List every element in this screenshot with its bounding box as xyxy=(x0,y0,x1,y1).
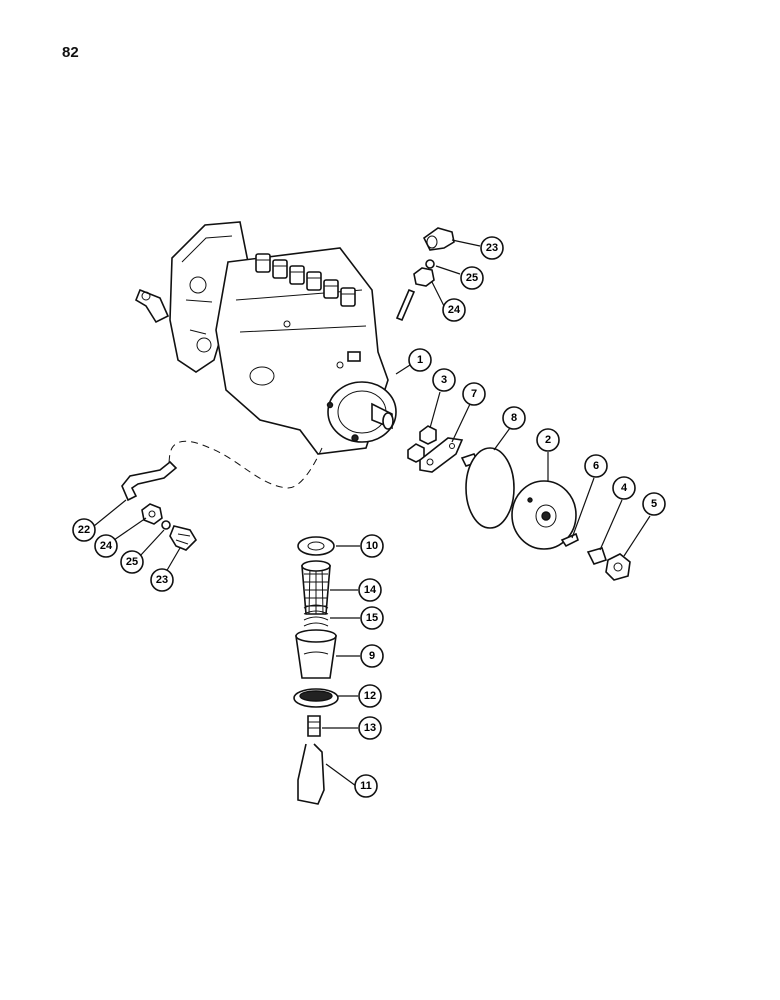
key-6 xyxy=(560,532,579,548)
spring-15 xyxy=(303,604,329,627)
o-ring-8 xyxy=(465,447,515,529)
callout-23-left-label: 23 xyxy=(156,574,168,586)
retainer-nut-12 xyxy=(293,688,339,708)
nut-5 xyxy=(605,553,631,581)
callout-13-label: 13 xyxy=(364,722,376,734)
nut-24-left xyxy=(141,503,163,525)
lower-left-fitting-group xyxy=(121,460,198,551)
callout-8-label: 8 xyxy=(511,412,517,424)
screw-13 xyxy=(307,715,321,737)
callout-15: 15 xyxy=(360,606,384,630)
fuel-line-routing-dashed xyxy=(167,440,323,489)
injection-pump-assembly xyxy=(135,221,397,455)
gasket-10 xyxy=(297,536,335,556)
banjo-fitting-23-left xyxy=(169,525,198,551)
pin xyxy=(395,288,416,322)
callout-8: 8 xyxy=(502,406,526,430)
callout-1-label: 1 xyxy=(417,354,423,366)
callout-2-label: 2 xyxy=(545,434,551,446)
callout-10: 10 xyxy=(360,534,384,558)
banjo-fitting-23-top xyxy=(422,227,455,251)
fuel-hose-22 xyxy=(121,460,178,502)
callout-25-top-label: 25 xyxy=(466,272,478,284)
callout-7: 7 xyxy=(462,382,486,406)
coupling-parts-group xyxy=(407,425,631,581)
callout-15-label: 15 xyxy=(366,612,378,624)
callout-9: 9 xyxy=(360,644,384,668)
callout-5: 5 xyxy=(642,492,666,516)
callout-4-label: 4 xyxy=(621,482,628,494)
callout-12: 12 xyxy=(358,684,382,708)
callout-25-left: 25 xyxy=(120,550,144,574)
callout-13: 13 xyxy=(358,716,382,740)
washer-25-left xyxy=(161,520,171,530)
callout-23-top-label: 23 xyxy=(486,242,498,254)
bail-11 xyxy=(297,743,325,805)
callout-3-label: 3 xyxy=(441,374,447,386)
callout-3: 3 xyxy=(432,368,456,392)
callout-7-label: 7 xyxy=(471,388,477,400)
callout-11-label: 11 xyxy=(360,780,372,792)
washer-4 xyxy=(586,547,608,565)
callout-23-left: 23 xyxy=(150,568,174,592)
nut-3-upper xyxy=(419,425,437,445)
callout-25-left-label: 25 xyxy=(126,556,138,568)
callout-24-left-label: 24 xyxy=(100,540,113,552)
callout-6: 6 xyxy=(584,454,608,478)
callout-22: 22 xyxy=(72,518,96,542)
callout-14-label: 14 xyxy=(364,584,377,596)
callout-2: 2 xyxy=(536,428,560,452)
callout-1: 1 xyxy=(408,348,432,372)
washer-25-top xyxy=(425,259,435,269)
filter-screen-14 xyxy=(301,560,331,615)
fuel-filter-stack xyxy=(293,536,339,805)
callout-22-label: 22 xyxy=(78,524,90,536)
page-number: 82 xyxy=(62,44,79,61)
callout-6-label: 6 xyxy=(593,460,599,472)
nut-24-top xyxy=(413,267,435,287)
leader-lines xyxy=(93,239,651,787)
delivery-valve-holders xyxy=(255,253,356,307)
callout-23-top: 23 xyxy=(480,236,504,260)
callout-10-label: 10 xyxy=(366,540,378,552)
callout-12-label: 12 xyxy=(364,690,376,702)
callout-5-label: 5 xyxy=(651,498,657,510)
callout-11: 11 xyxy=(354,774,378,798)
callout-25-top: 25 xyxy=(460,266,484,290)
callout-4: 4 xyxy=(612,476,636,500)
drive-hub-2 xyxy=(511,480,577,550)
callout-24-top: 24 xyxy=(442,298,466,322)
sediment-bowl-9 xyxy=(295,629,337,679)
callout-24-top-label: 24 xyxy=(448,304,461,316)
callout-24-left: 24 xyxy=(94,534,118,558)
callout-9-label: 9 xyxy=(369,650,375,662)
coupling-plate-7 xyxy=(419,437,464,473)
callout-14: 14 xyxy=(358,578,382,602)
upper-fitting-group xyxy=(395,227,455,322)
